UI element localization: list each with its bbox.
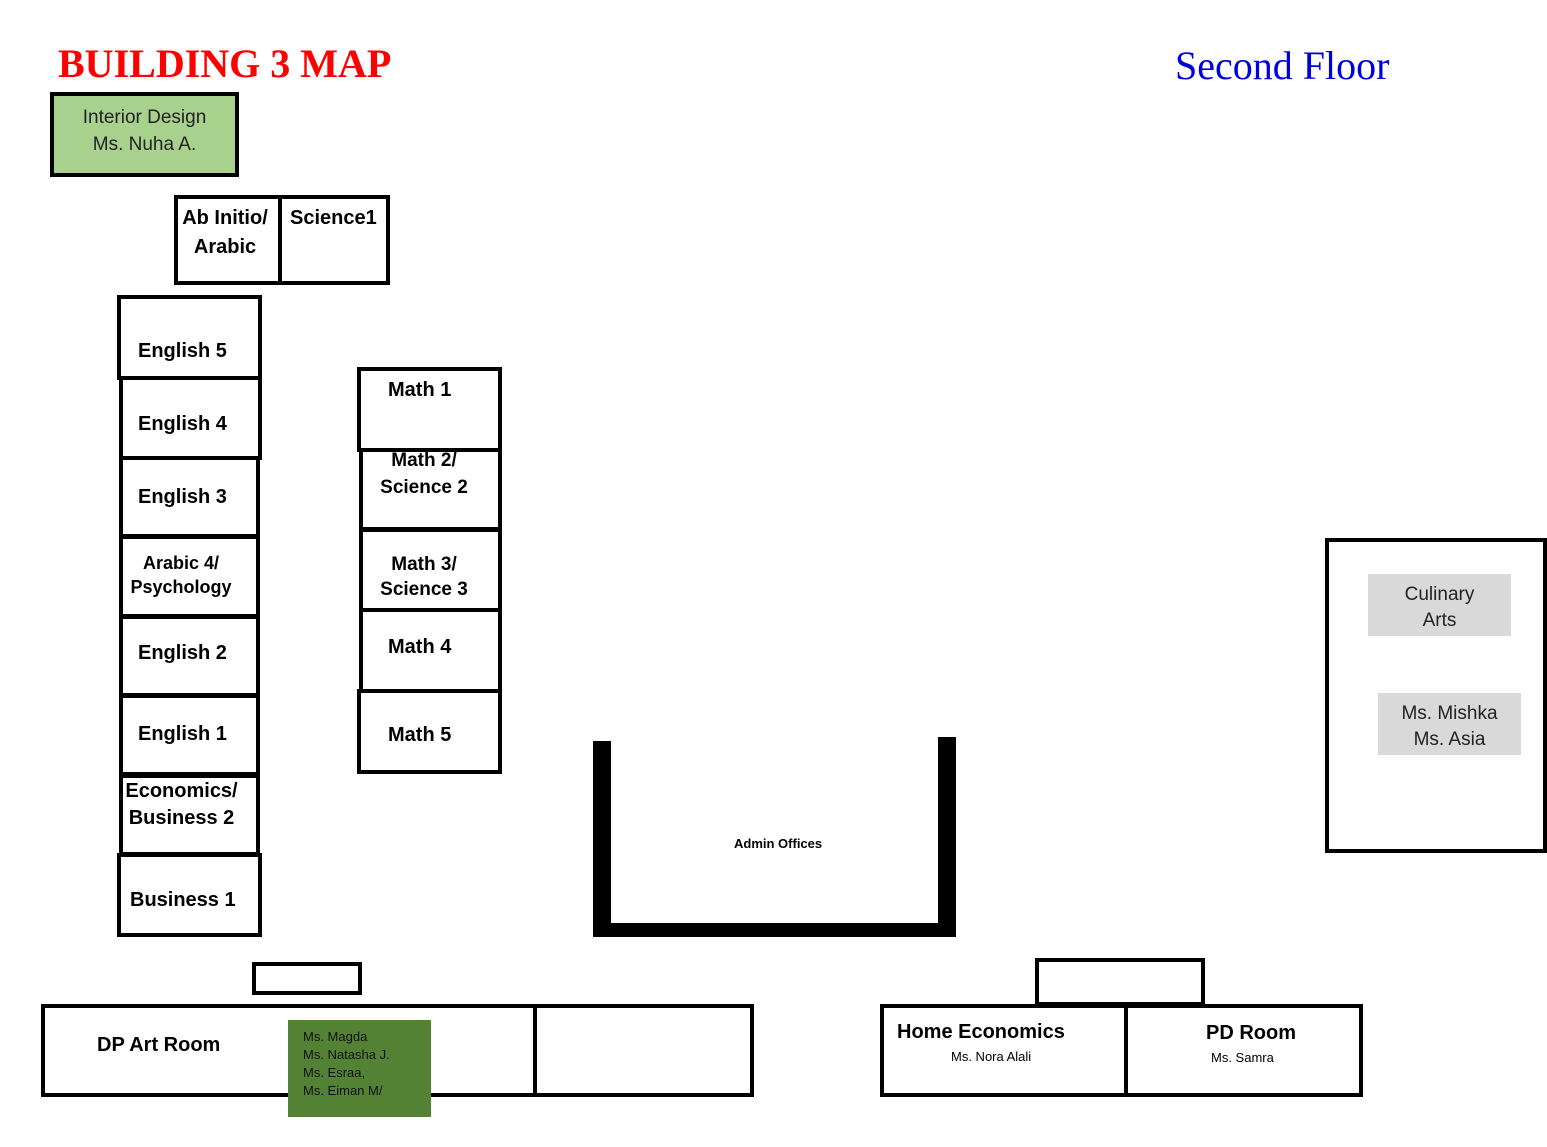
room-math3-science3-label: Math 3/ Science 3	[380, 554, 468, 600]
room-math4[interactable]	[359, 608, 502, 693]
room-math2-science2[interactable]	[359, 448, 502, 531]
room-adjacent-dp-art[interactable]	[533, 1004, 754, 1097]
room-math2-science2-label: Math 2/ Science 2	[380, 450, 468, 498]
dp-art-staff-panel: Ms. Magda Ms. Natasha J. Ms. Esraa, Ms. …	[288, 1020, 431, 1117]
room-english1[interactable]	[119, 694, 260, 776]
room-interior-design[interactable]	[50, 92, 239, 177]
room-ab-initio-arabic-label: Ab Initio/ Arabic	[182, 207, 268, 258]
room-dp-art-label: DP Art Room	[97, 1034, 221, 1056]
room-english3-label: English 3	[138, 486, 227, 508]
room-economics-business2-label: Economics/ Business 2	[125, 780, 238, 829]
room-english5[interactable]	[117, 295, 262, 380]
room-english1-label: English 1	[138, 723, 227, 745]
room-business1-label: Business 1	[130, 889, 236, 911]
room-english2[interactable]	[119, 615, 260, 697]
admin-offices-label[interactable]: Admin Offices	[734, 836, 823, 851]
admin-offices-bottom-wall	[593, 923, 956, 937]
room-pd-room-staff: Ms. Samra	[1211, 1050, 1274, 1065]
room-home-economics[interactable]	[880, 1004, 1128, 1097]
room-interior-design-label: Interior Design Ms. Nuha A.	[82, 107, 207, 155]
room-ab-initio-arabic[interactable]	[174, 195, 282, 285]
room-business1[interactable]	[117, 853, 262, 937]
room-science1[interactable]	[278, 195, 390, 285]
room-pd-room[interactable]	[1124, 1004, 1363, 1097]
room-pd-room-label: PD Room	[1206, 1022, 1296, 1044]
room-home-economics-staff: Ms. Nora Alali	[951, 1049, 1032, 1064]
floor-label: Second Floor	[1175, 43, 1390, 88]
room-math5[interactable]	[357, 689, 502, 774]
room-english4-label: English 4	[138, 413, 227, 435]
room-home-economics-label: Home Economics	[897, 1021, 1065, 1043]
room-math4-label: Math 4	[388, 636, 452, 658]
culinary-arts-staff: Ms. Mishka Ms. Asia	[1378, 693, 1521, 755]
room-arabic4-psychology[interactable]	[119, 535, 260, 618]
admin-offices-left-wall	[593, 741, 611, 937]
room-science1-label: Science1	[290, 207, 377, 229]
culinary-arts-label: Culinary Arts	[1368, 574, 1511, 636]
admin-offices-right-wall	[938, 737, 956, 937]
room-math1-label: Math 1	[388, 379, 452, 401]
map-title: BUILDING 3 MAP	[58, 41, 392, 86]
room-english5-label: English 5	[138, 340, 227, 362]
room-arabic4-psychology-label: Arabic 4/ Psychology	[130, 553, 232, 597]
small-room-bottom-right[interactable]	[1035, 958, 1205, 1006]
small-room-bottom-left[interactable]	[252, 962, 362, 995]
room-math5-label: Math 5	[388, 724, 452, 746]
room-english2-label: English 2	[138, 642, 227, 664]
